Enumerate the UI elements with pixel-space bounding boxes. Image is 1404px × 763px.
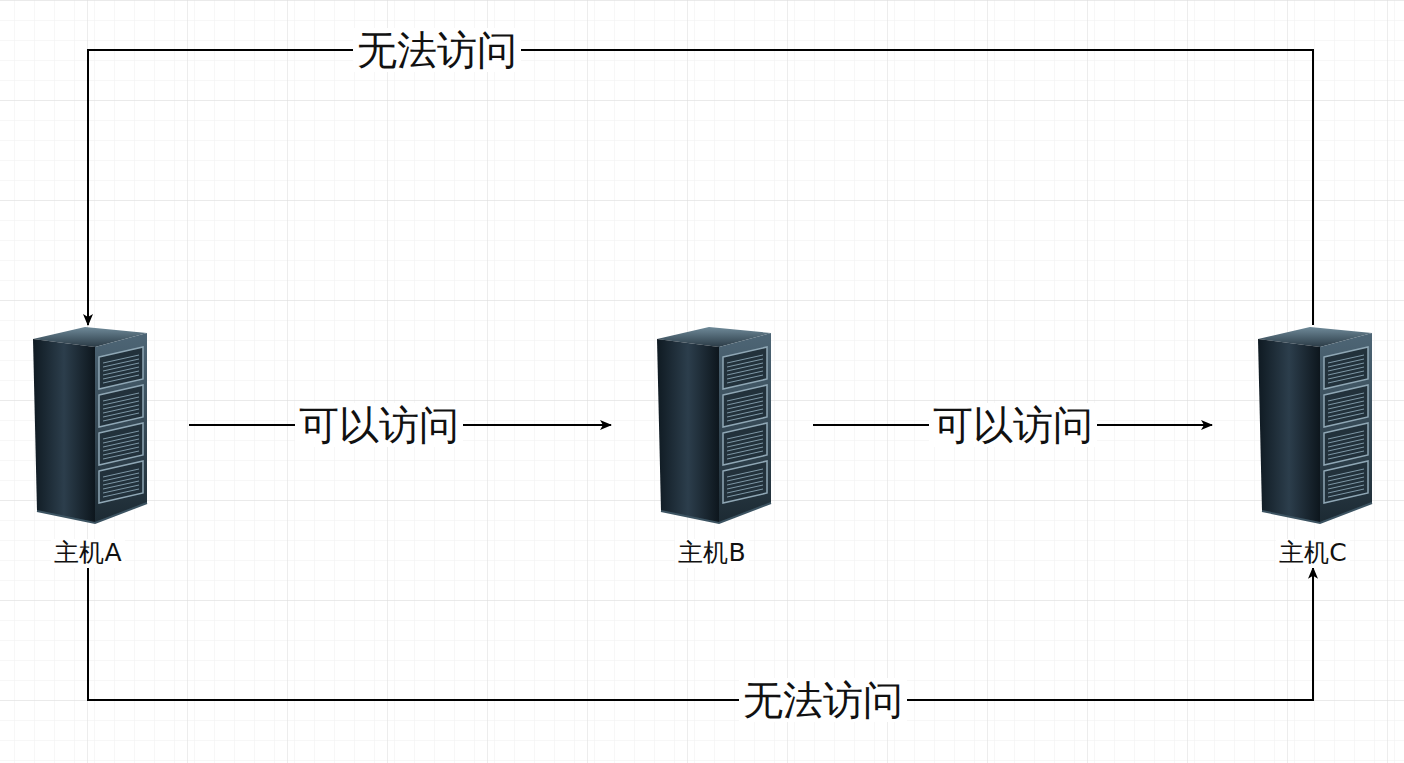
edge-label: 无法访问 — [353, 28, 521, 72]
server-node: 主机A — [25, 325, 151, 568]
server-icon — [25, 325, 151, 525]
access-connector — [88, 50, 1313, 325]
server-node: 主机C — [1250, 325, 1376, 568]
edge-label: 可以访问 — [295, 403, 463, 447]
host-label: 主机B — [675, 539, 748, 568]
server-icon — [1250, 325, 1376, 525]
server-node: 主机B — [649, 325, 775, 568]
server-icon — [649, 325, 775, 525]
host-label: 主机A — [51, 539, 124, 568]
access-connector — [88, 568, 1313, 700]
edge-label: 无法访问 — [739, 678, 907, 722]
host-label: 主机C — [1276, 539, 1349, 568]
edge-label: 可以访问 — [929, 403, 1097, 447]
